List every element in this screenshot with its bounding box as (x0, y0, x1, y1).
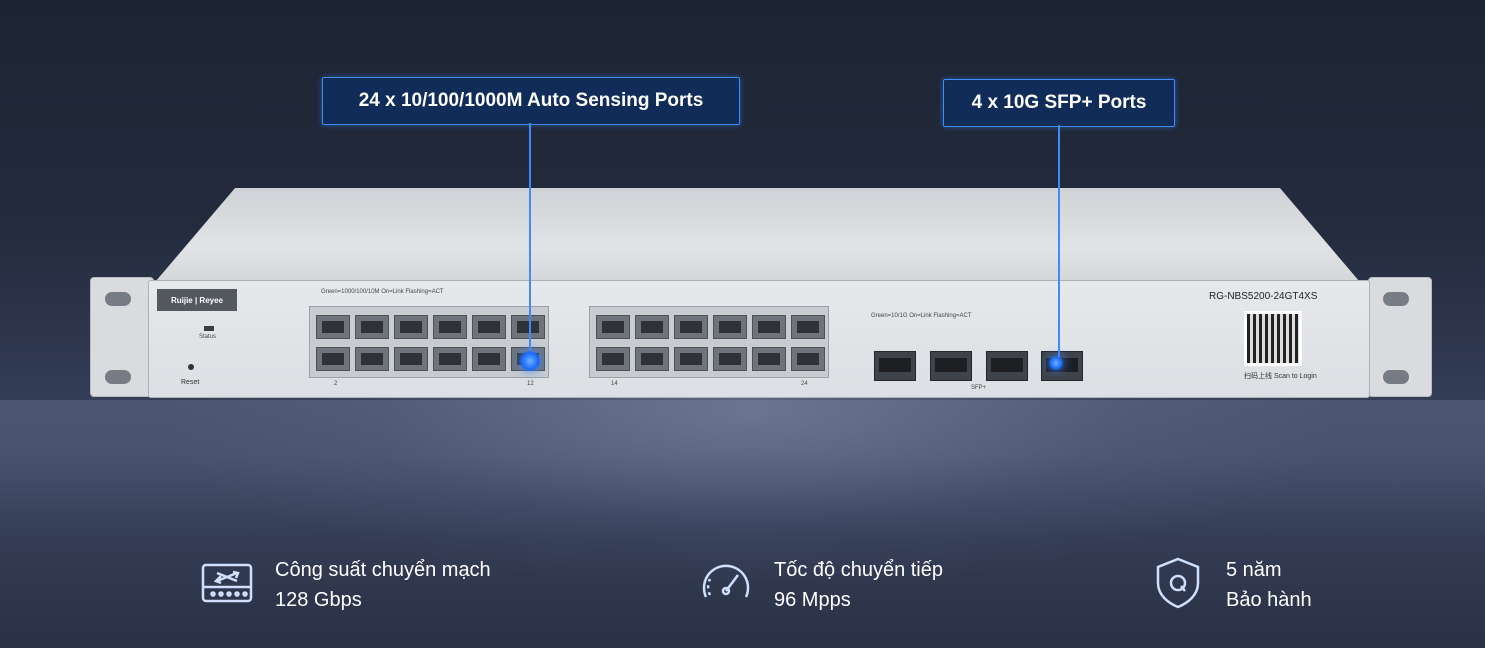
spec-value: 128 Gbps (275, 589, 362, 611)
floor-reflection (0, 400, 1485, 540)
ear-hole (1383, 370, 1409, 384)
sfp-legend: Green=10/1G On=Link Flashing=ACT (871, 313, 972, 319)
rack-ear-right (1368, 277, 1432, 397)
rj45-port[interactable] (713, 347, 747, 371)
rj45-port[interactable] (596, 315, 630, 339)
rj45-port[interactable] (433, 347, 467, 371)
reset-button[interactable] (188, 364, 194, 370)
port-legend: Green=1000/100/10M On=Link Flashing=ACT (321, 289, 444, 295)
ear-hole (105, 292, 131, 306)
leader-line (1058, 125, 1060, 363)
shield-q-icon (1156, 557, 1200, 609)
status-label: Status (199, 334, 217, 340)
rj45-port[interactable] (596, 347, 630, 371)
rj45-port[interactable] (511, 315, 545, 339)
rj45-port[interactable] (713, 315, 747, 339)
port-number-label: 2 (334, 381, 338, 387)
brand-logo: Ruijie | Reyee (157, 289, 237, 311)
spec-title: Công suất chuyển mạch (275, 559, 491, 581)
rj45-port[interactable] (433, 315, 467, 339)
rj45-port[interactable] (394, 315, 428, 339)
rj45-port[interactable] (791, 315, 825, 339)
status-led (204, 326, 214, 331)
qr-caption: 扫码上线 Scan to Login (1244, 373, 1317, 380)
spec-title: 5 năm (1226, 559, 1282, 581)
rj45-port[interactable] (674, 315, 708, 339)
spec-value: Bảo hành (1226, 589, 1312, 611)
leader-line (529, 123, 531, 358)
reset-label: Reset (181, 379, 200, 386)
rj45-port[interactable] (316, 315, 350, 339)
rj45-port[interactable] (316, 347, 350, 371)
rj45-port-block-1 (309, 306, 549, 378)
rj45-port[interactable] (752, 347, 786, 371)
switch-icon (201, 563, 253, 603)
port-number-label: 14 (611, 381, 618, 387)
rj45-port[interactable] (674, 347, 708, 371)
rj45-port[interactable] (635, 315, 669, 339)
sfp-port[interactable] (874, 351, 916, 381)
spec-title: Tốc độ chuyển tiếp (774, 559, 943, 581)
switch-front-panel: Ruijie | Reyee Status Reset Green=1000/1… (148, 280, 1370, 398)
sfp-port[interactable] (930, 351, 972, 381)
speedometer-icon (702, 564, 750, 598)
spec-value: 96 Mpps (774, 589, 851, 611)
ear-hole (1383, 292, 1409, 306)
rj45-port[interactable] (355, 315, 389, 339)
rj45-port[interactable] (394, 347, 428, 371)
spec-switching-capacity: Công suất chuyển mạch 128 Gbps (199, 555, 491, 615)
rj45-port[interactable] (635, 347, 669, 371)
model-label: RG-NBS5200-24GT4XS (1209, 291, 1318, 302)
rj45-port[interactable] (355, 347, 389, 371)
rj45-port-block-2 (589, 306, 829, 378)
highlight-dot (1049, 356, 1063, 370)
highlight-dot (520, 351, 540, 371)
qr-code (1244, 311, 1302, 366)
port-number-label: 12 (527, 381, 534, 387)
spec-forwarding-rate: Tốc độ chuyển tiếp 96 Mpps (698, 555, 943, 615)
sfp-port-block (871, 336, 1083, 384)
port-number-label: 24 (801, 381, 808, 387)
ear-hole (105, 370, 131, 384)
switch-top-cover (150, 188, 1365, 288)
rj45-port[interactable] (791, 347, 825, 371)
callout-rj45-ports: 24 x 10/100/1000M Auto Sensing Ports (322, 77, 740, 125)
rack-ear-left (90, 277, 154, 397)
sfp-label: SFP+ (971, 385, 987, 391)
callout-sfp-ports: 4 x 10G SFP+ Ports (943, 79, 1175, 127)
sfp-port[interactable] (986, 351, 1028, 381)
rj45-port[interactable] (752, 315, 786, 339)
spec-warranty: 5 năm Bảo hành (1150, 555, 1312, 615)
rj45-port[interactable] (472, 315, 506, 339)
rj45-port[interactable] (472, 347, 506, 371)
